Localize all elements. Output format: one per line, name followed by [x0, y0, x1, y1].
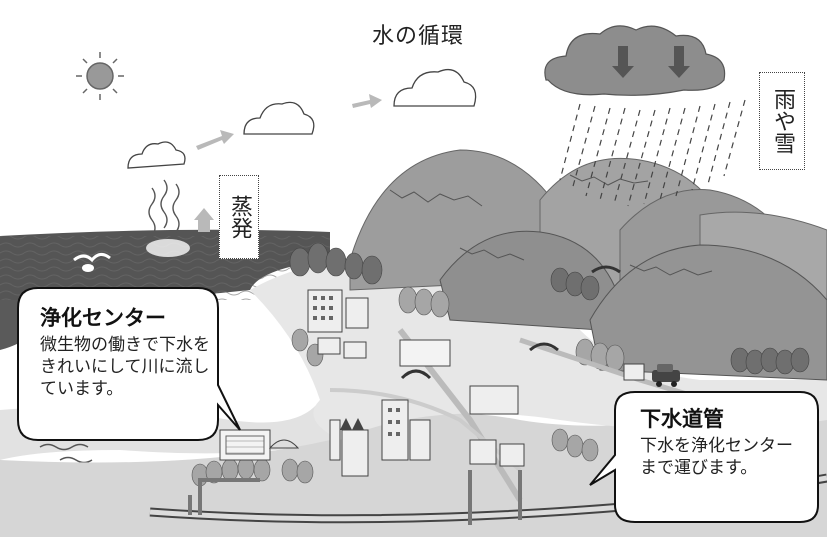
- building-windows: [313, 296, 400, 436]
- cloud-icon: [127, 141, 186, 169]
- forest: [191, 286, 625, 487]
- rain-arrow-icon: [668, 46, 690, 78]
- bridge: [400, 369, 432, 380]
- callout-heading: 浄化センター: [40, 306, 166, 330]
- snow-cap: [629, 264, 713, 276]
- building: [307, 289, 645, 477]
- snow-cap: [569, 174, 649, 186]
- cycle-arrow: [194, 208, 214, 232]
- rain-arrow-icon: [612, 46, 634, 78]
- river-waves: [59, 456, 93, 464]
- cycle-arrow: [352, 94, 382, 108]
- cloud-icon: [243, 101, 315, 135]
- cloud-icon: [393, 68, 477, 107]
- treatment-plant: [225, 435, 265, 455]
- callout-bubble: [17, 287, 241, 441]
- factory-roof: [340, 418, 364, 430]
- evaporation-label: 蒸発: [219, 175, 259, 259]
- treatment-tanks: [399, 339, 451, 367]
- sun-icon: [76, 52, 124, 100]
- road: [329, 388, 522, 472]
- callout-body: 微生物の働きで下水をきれいにして川に流しています。: [40, 335, 210, 399]
- purification-center-callout: 浄化センター 微生物の働きで下水をきれいにして川に流しています。: [22, 298, 220, 400]
- treatment-dome: [268, 439, 300, 449]
- rain-cloud: [544, 25, 726, 96]
- rain-snow-label: 雨や雪: [759, 72, 805, 170]
- evaporation-glow: [146, 239, 190, 257]
- river-waves: [39, 443, 89, 451]
- rain-streaks: [559, 99, 746, 207]
- forest: [289, 242, 810, 375]
- sewer-pipe-branch: [188, 470, 522, 525]
- callout-bubble: [589, 391, 819, 523]
- bridge: [591, 265, 621, 274]
- car-icon: [652, 364, 680, 387]
- snow-cap: [389, 189, 483, 207]
- seagull-icon: [73, 253, 111, 272]
- snow-cap: [459, 247, 525, 261]
- cycle-arrow: [196, 130, 234, 150]
- callout-body: 下水を浄化センターまで運びます。: [640, 436, 793, 478]
- mountain: [589, 244, 827, 381]
- callout-heading: 下水道管: [640, 407, 724, 431]
- diagram-title: 水の循環: [372, 24, 465, 49]
- bridge: [529, 342, 559, 352]
- sewer-pipe-callout: 下水道管 下水を浄化センターまで運びます。: [622, 399, 812, 479]
- evaporation-lines: [148, 179, 180, 237]
